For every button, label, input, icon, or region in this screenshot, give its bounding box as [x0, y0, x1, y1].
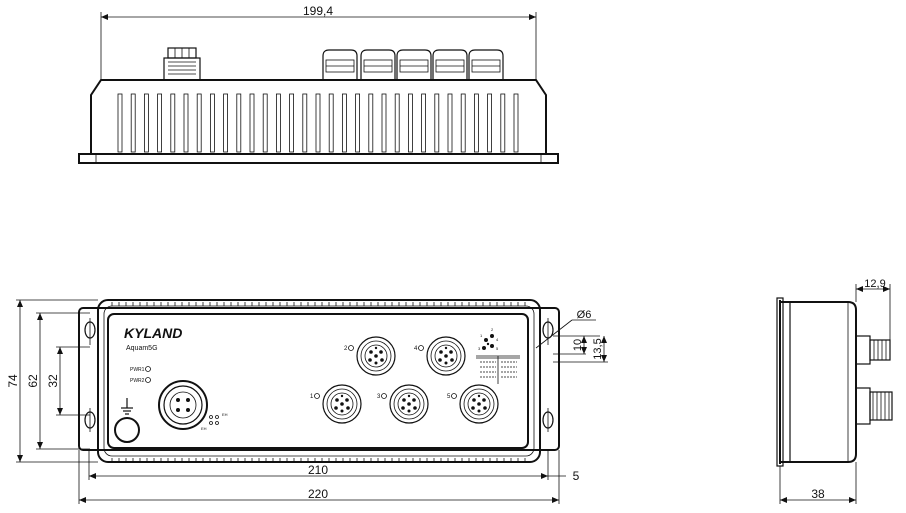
cooling-fin	[434, 93, 440, 153]
cooling-fin	[500, 93, 506, 153]
model-label: Aquam5G	[126, 345, 158, 352]
top-connector-power	[163, 47, 201, 81]
port-label-2: 2	[344, 346, 348, 352]
port-label-1: 1	[310, 394, 314, 400]
cooling-fin	[394, 93, 400, 153]
port-label-3: 3	[377, 394, 381, 400]
pinout-left-label: EH	[201, 426, 207, 431]
dim-side-depth: 38	[811, 487, 825, 501]
cooling-fin	[421, 93, 427, 153]
top-connectors-ethernet	[322, 49, 504, 80]
cooling-fin	[117, 93, 123, 153]
port-1	[322, 384, 362, 424]
dim-side-conn: 12,9	[864, 278, 885, 290]
port-label-5: 5	[447, 394, 451, 400]
pin-label-2: 2	[491, 327, 494, 332]
cooling-fin	[249, 93, 255, 153]
front-view: KYLAND Aquam5G PWR1 PWR2 EH EH	[6, 299, 608, 504]
pin-label-1: 1	[480, 333, 483, 338]
port-2	[356, 336, 396, 376]
cooling-fin	[236, 93, 242, 153]
cooling-fin	[262, 93, 268, 153]
cooling-fin	[447, 93, 453, 153]
dim-hole-dia: Ø6	[577, 309, 592, 321]
led-pwr1	[145, 366, 151, 372]
dim-slot-135: 13,5	[592, 338, 604, 359]
cooling-fin	[473, 93, 479, 153]
cooling-fin	[183, 93, 189, 153]
cooling-fin	[407, 93, 413, 153]
led-pwr1-label: PWR1	[130, 367, 145, 373]
dim-height-total: 74	[6, 374, 20, 388]
power-pinout	[209, 415, 219, 425]
pin-label-4: 4	[496, 337, 499, 342]
port-4	[426, 336, 466, 376]
led-pwr2	[145, 377, 151, 383]
dim-height-slot: 32	[46, 374, 60, 388]
pin-label-5: 5	[496, 346, 499, 351]
mounting-ear-right	[542, 318, 554, 432]
dim-slot-10: 10	[572, 339, 584, 351]
cooling-fin	[130, 93, 136, 153]
dim-front-width-outer: 220	[308, 487, 328, 501]
cooling-fin	[328, 93, 334, 153]
cooling-fin	[487, 93, 493, 153]
cooling-fin	[170, 93, 176, 153]
side-connector-lower	[855, 387, 893, 425]
ground-icon	[121, 398, 133, 415]
cooling-fin	[315, 93, 321, 153]
dim-height-holes: 62	[26, 374, 40, 388]
cooling-fin	[209, 93, 215, 153]
cooling-fin	[289, 93, 295, 153]
dim-front-width-inner: 210	[308, 463, 328, 477]
port-label-4: 4	[414, 346, 418, 352]
cooling-fin	[355, 93, 361, 153]
cooling-fin	[196, 93, 202, 153]
cooling-fin	[275, 93, 281, 153]
cooling-fin	[381, 93, 387, 153]
side-connector-upper	[855, 335, 891, 365]
side-view: 12,9 38	[776, 278, 893, 504]
cooling-fin	[368, 93, 374, 153]
ground-screw	[114, 417, 140, 443]
cooling-fin	[341, 93, 347, 153]
brand-logo: KYLAND	[124, 325, 182, 341]
cooling-fin	[223, 93, 229, 153]
cooling-fin	[157, 93, 163, 153]
edge-fins	[111, 302, 526, 462]
pinout-legend: 1 2 3 4 5	[476, 327, 520, 384]
led-pwr2-label: PWR2	[130, 378, 145, 384]
dim-top-width: 199,4	[303, 4, 333, 18]
top-view: 199,4	[78, 4, 559, 164]
cooling-fin	[143, 93, 149, 153]
pin-label-3: 3	[478, 346, 481, 351]
power-connector	[158, 380, 208, 430]
cooling-fin	[302, 93, 308, 153]
cooling-fin	[513, 93, 519, 153]
cooling-fin	[460, 93, 466, 153]
pinout-right-label: EH	[222, 412, 228, 417]
port-5	[459, 384, 499, 424]
cooling-fins	[117, 93, 519, 153]
dim-ear: 5	[573, 469, 580, 483]
mounting-ear-left	[84, 318, 96, 432]
port-3	[389, 384, 429, 424]
